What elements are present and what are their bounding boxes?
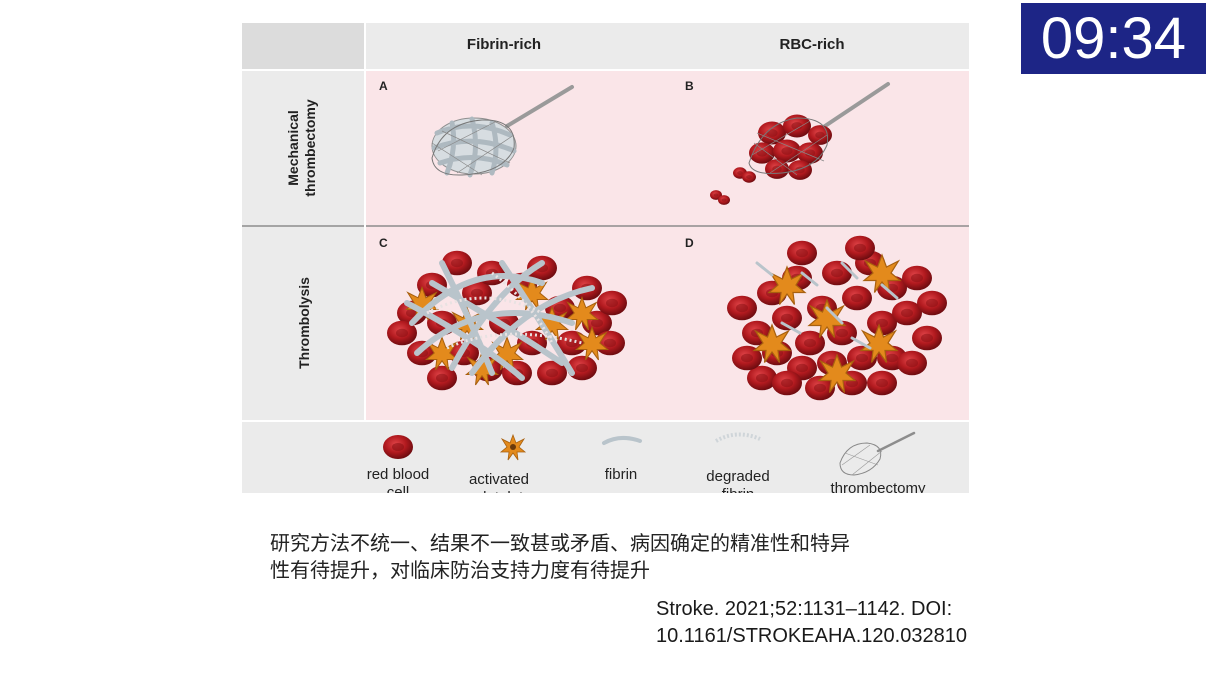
red-blood-cell	[772, 305, 802, 331]
row-header-thrombolysis: Thrombolysis	[296, 277, 312, 369]
panel-c-illustration	[387, 250, 627, 391]
fibrin-network	[404, 260, 595, 381]
row-header-mechanical-line1: Mechanical	[285, 110, 301, 185]
device-basket	[431, 119, 515, 176]
device-wire-b	[820, 82, 890, 130]
red-blood-cell	[917, 290, 947, 316]
panel-d-illustration	[727, 235, 947, 401]
legend-platelet-icon	[499, 433, 527, 461]
fibrin-fragments-d	[755, 261, 899, 350]
legend-fibrin-icon	[602, 436, 642, 445]
legend-rbc-line2: cell	[387, 484, 410, 493]
legend-rbc-icon	[383, 435, 413, 459]
legend-thrombectomy-icon	[839, 431, 916, 476]
row-header-thrombolysis-text: Thrombolysis	[296, 277, 312, 369]
row-header-mechanical: Mechanical thrombectomy	[285, 99, 318, 196]
panel-b-rbc-cluster	[710, 114, 832, 205]
fibrin-strands	[431, 116, 517, 178]
activated-platelet	[752, 323, 792, 363]
row-header-mechanical-line2: thrombectomy	[302, 99, 318, 196]
red-blood-cell	[822, 260, 852, 286]
activated-platelet	[574, 325, 610, 361]
red-blood-cell	[387, 320, 417, 346]
panel-label-c: C	[379, 236, 388, 250]
activated-platelet	[424, 335, 460, 371]
red-blood-cell	[805, 375, 835, 401]
corner-cell	[242, 23, 365, 70]
legend-device-line1: thrombectomy	[830, 480, 926, 493]
degraded-fibrin-c	[426, 271, 583, 350]
red-blood-cell	[537, 360, 567, 386]
red-blood-cell	[773, 139, 801, 163]
red-blood-cell	[867, 370, 897, 396]
red-blood-cell	[727, 295, 757, 321]
legend-degraded-line2: fibrin	[722, 486, 755, 493]
citation-line-2: 10.1161/STROKEAHA.120.032810	[656, 625, 967, 647]
activated-platelet	[464, 350, 500, 386]
activated-platelet	[859, 323, 899, 363]
device-wire	[505, 85, 574, 128]
red-blood-cell	[842, 285, 872, 311]
legend-fibrin-label: fibrin	[605, 466, 638, 483]
red-blood-cell	[808, 125, 832, 145]
red-blood-cell	[772, 370, 802, 396]
activated-platelet	[807, 298, 847, 338]
legend: red blood cell activated platelet fibrin…	[367, 431, 926, 493]
caption-line-1: 研究方法不统一、结果不一致甚或矛盾、病因确定的精准性和特异	[270, 531, 850, 555]
thrombus-figure: Fibrin-rich RBC-rich Mechanical thrombec…	[242, 23, 969, 493]
red-blood-cell	[758, 121, 786, 145]
activated-platelet	[767, 265, 807, 305]
legend-rbc-line1: red blood	[367, 466, 430, 483]
red-blood-cell	[783, 114, 811, 138]
activated-platelet	[817, 353, 857, 393]
red-blood-cell	[845, 235, 875, 261]
countdown-timer: 09:34	[1021, 3, 1206, 74]
red-blood-cell	[892, 300, 922, 326]
legend-degraded-fibrin-icon	[715, 432, 761, 443]
panel-a-illustration	[431, 85, 574, 178]
red-blood-cell	[597, 290, 627, 316]
column-header-rbc-rich: RBC-rich	[779, 36, 844, 53]
device-basket-b	[748, 117, 829, 174]
red-blood-cell	[765, 159, 789, 179]
red-blood-cell	[902, 265, 932, 291]
red-blood-cell	[847, 345, 877, 371]
red-blood-cell	[407, 340, 437, 366]
red-blood-cell	[912, 325, 942, 351]
red-blood-cell	[442, 250, 472, 276]
red-blood-cell	[718, 195, 730, 205]
panel-label-d: D	[685, 236, 694, 250]
legend-platelet-line1: activated	[469, 471, 529, 488]
red-blood-cell	[788, 160, 812, 180]
red-blood-cell	[787, 240, 817, 266]
red-blood-cell	[427, 365, 457, 391]
red-blood-cell	[742, 171, 756, 183]
caption-line-2: 性有待提升，对临床防治支持力度有待提升	[270, 558, 650, 582]
red-blood-cell	[797, 142, 823, 164]
slide-caption: 研究方法不统一、结果不一致甚或矛盾、病因确定的精准性和特异 性有待提升，对临床防…	[270, 530, 970, 584]
device-mesh-b	[751, 120, 828, 176]
legend-degraded-line1: degraded	[706, 468, 769, 485]
panel-label-b: B	[685, 79, 694, 93]
red-blood-cell	[795, 330, 825, 356]
panel-d-platelets	[752, 253, 902, 393]
panel-b-illustration	[710, 82, 890, 205]
red-blood-cell	[732, 345, 762, 371]
panel-label-a: A	[379, 79, 388, 93]
figure-svg: Fibrin-rich RBC-rich Mechanical thrombec…	[242, 23, 969, 493]
activated-platelet	[862, 253, 902, 293]
red-blood-cell	[747, 365, 777, 391]
citation-line-1: Stroke. 2021;52:1131–1142. DOI:	[656, 598, 953, 620]
legend-platelet-line2: platelet	[475, 489, 524, 493]
red-blood-cell	[897, 350, 927, 376]
column-header-fibrin-rich: Fibrin-rich	[467, 36, 541, 53]
citation: Stroke. 2021;52:1131–1142. DOI: 10.1161/…	[656, 596, 1076, 650]
device-mesh	[431, 120, 515, 176]
red-blood-cell	[827, 320, 857, 346]
activated-platelet	[564, 295, 600, 331]
